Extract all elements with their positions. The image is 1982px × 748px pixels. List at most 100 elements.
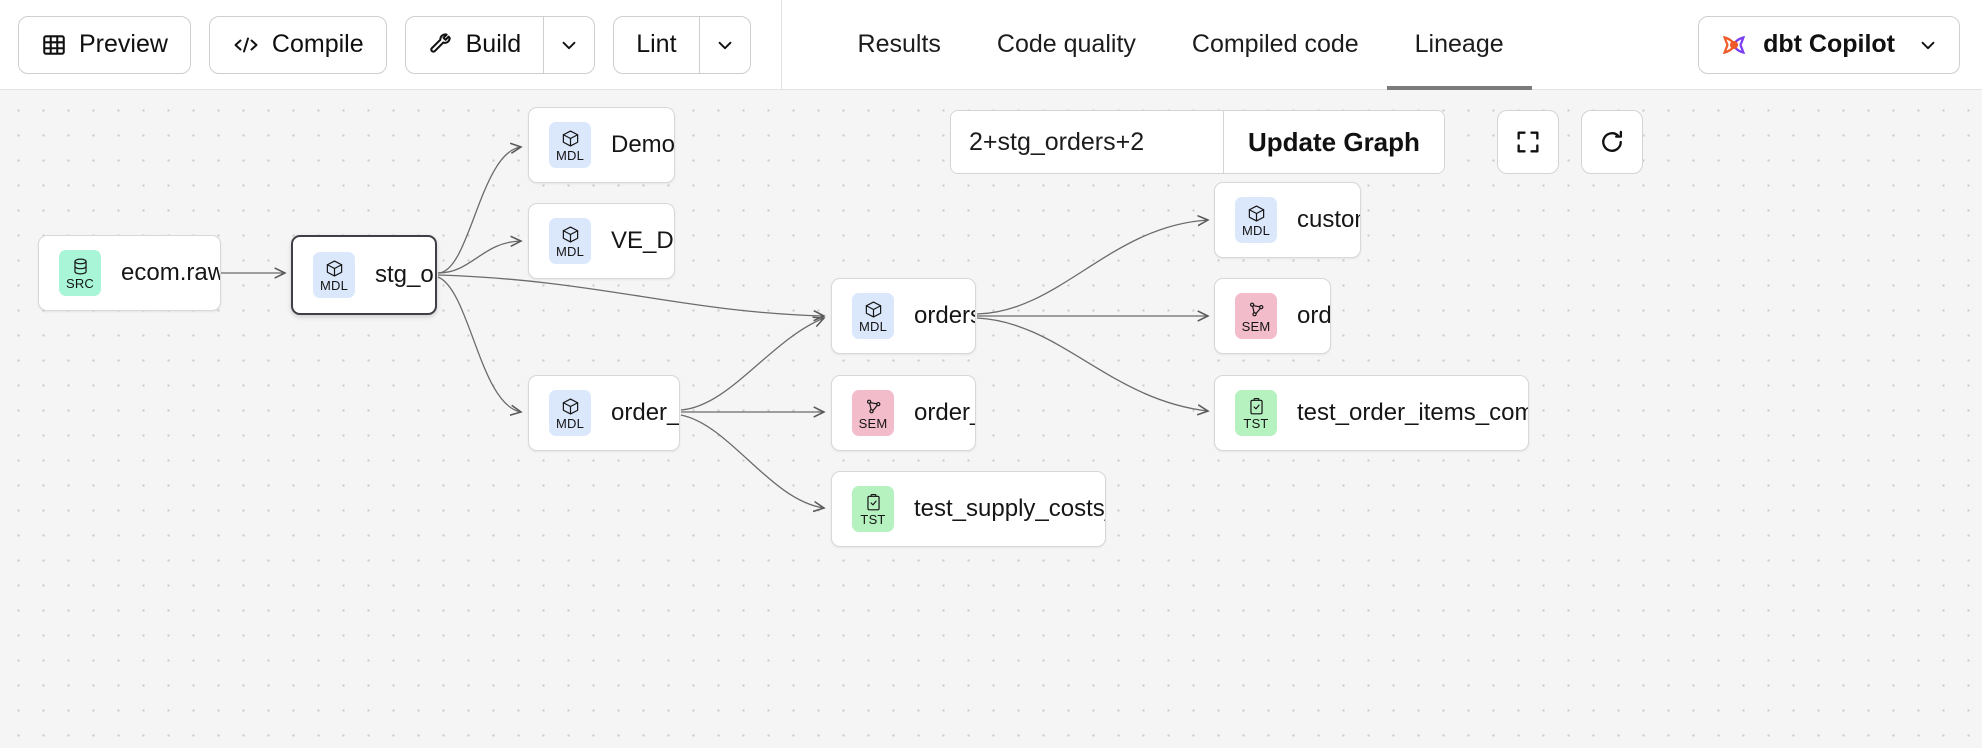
refresh-button[interactable]	[1580, 110, 1643, 174]
node-label: order_items	[611, 399, 679, 426]
node-type-badge-mdl: MDL	[313, 252, 355, 298]
cube-icon	[561, 129, 580, 148]
lint-divider	[698, 16, 700, 73]
chevron-down-icon	[1917, 34, 1939, 56]
preview-button[interactable]: Preview	[18, 15, 191, 74]
preview-button-label: Preview	[79, 30, 168, 58]
node-type-code: MDL	[1241, 222, 1271, 238]
semantic-graph-icon	[864, 397, 883, 416]
cube-icon	[561, 225, 580, 244]
fullscreen-button[interactable]	[1496, 110, 1559, 174]
code-icon	[232, 32, 260, 58]
toolbar-tabs-divider	[780, 0, 782, 90]
dbt-copilot-icon	[1719, 30, 1749, 60]
dbt-copilot-label: dbt Copilot	[1763, 30, 1895, 58]
selector-box[interactable]: Update Graph	[950, 110, 1445, 174]
lineage-node-customers[interactable]: MDL customers	[1214, 182, 1361, 258]
cube-icon	[325, 259, 344, 278]
node-type-badge-mdl: MDL	[852, 293, 894, 339]
node-type-code: TST	[1243, 415, 1269, 431]
node-type-code: MDL	[555, 415, 585, 431]
node-type-code: MDL	[858, 318, 888, 334]
copilot-container: dbt Copilot	[1698, 15, 1982, 74]
lineage-node-demo[interactable]: MDL Demo	[528, 107, 675, 183]
node-label: customers	[1297, 206, 1360, 233]
lineage-node-order_item_sem[interactable]: SEM order_item	[831, 375, 976, 451]
cube-icon	[561, 397, 580, 416]
selector-divider	[1223, 111, 1224, 173]
build-button-group[interactable]: Build	[404, 15, 596, 74]
node-type-badge-sem: SEM	[852, 390, 894, 436]
graph-controls: Update Graph	[950, 110, 1643, 174]
node-type-badge-tst: TST	[852, 486, 894, 532]
cube-icon	[864, 300, 883, 319]
lineage-node-stg_orders[interactable]: MDL stg_orders	[291, 235, 437, 315]
lineage-node-orders_mdl[interactable]: MDL orders	[831, 278, 976, 354]
wrench-icon	[428, 32, 454, 58]
node-type-code: MDL	[319, 277, 349, 293]
node-type-badge-mdl: MDL	[549, 390, 591, 436]
tab-code-quality[interactable]: Code quality	[969, 0, 1164, 90]
database-icon	[71, 257, 90, 276]
compile-button-label: Compile	[271, 30, 364, 58]
build-button-label: Build	[465, 30, 522, 58]
lineage-node-orders_sem[interactable]: SEM orders	[1214, 278, 1331, 354]
node-label: ecom.raw_orders	[121, 259, 220, 286]
tab-compiled-code-label: Compiled code	[1191, 30, 1359, 58]
lineage-edges	[221, 90, 1982, 748]
lint-button-label: Lint	[636, 30, 677, 58]
node-label: test_supply_costs_sum_correctly	[914, 495, 1105, 522]
clipboard-check-icon	[864, 493, 883, 512]
node-type-code: MDL	[555, 243, 585, 259]
lint-dropdown-toggle[interactable]	[700, 17, 750, 73]
node-type-badge-mdl: MDL	[549, 218, 591, 264]
table-icon	[41, 32, 67, 58]
lineage-node-test_order_items[interactable]: TST test_order_items_compute_to_bools_c…	[1214, 375, 1529, 451]
node-label: stg_orders	[375, 261, 435, 288]
node-type-code: MDL	[555, 147, 585, 163]
node-label: orders	[914, 302, 975, 329]
node-type-code: SEM	[858, 415, 888, 431]
node-label: test_order_items_compute_to_bools_c…	[1297, 399, 1528, 426]
build-divider	[543, 16, 545, 73]
tab-lineage[interactable]: Lineage	[1386, 0, 1532, 90]
dbt-selector-input[interactable]	[951, 111, 1223, 173]
lineage-node-ecom_raw_orders[interactable]: SRC ecom.raw_orders	[38, 235, 221, 311]
refresh-icon	[1598, 128, 1626, 156]
chevron-down-icon	[558, 34, 580, 56]
clipboard-check-icon	[1247, 397, 1266, 416]
build-dropdown-toggle[interactable]	[544, 17, 594, 73]
node-type-badge-src: SRC	[59, 250, 101, 296]
semantic-graph-icon	[1247, 300, 1266, 319]
node-type-code: TST	[860, 511, 886, 527]
node-type-badge-mdl: MDL	[549, 122, 591, 168]
app-header: Preview Compile Build	[0, 0, 1982, 90]
lint-button-group[interactable]: Lint	[613, 15, 751, 74]
build-button[interactable]: Build	[406, 17, 544, 73]
tab-results[interactable]: Results	[830, 0, 969, 90]
lineage-node-order_items[interactable]: MDL order_items	[528, 375, 680, 451]
dbt-copilot-button[interactable]: dbt Copilot	[1698, 15, 1960, 74]
node-label: VE_Demo	[611, 227, 674, 254]
lineage-node-test_supply[interactable]: TST test_supply_costs_sum_correctly	[831, 471, 1106, 547]
lineage-node-ve_demo[interactable]: MDL VE_Demo	[528, 203, 675, 279]
node-type-badge-sem: SEM	[1235, 293, 1277, 339]
node-label: Demo	[611, 131, 674, 158]
node-type-badge-tst: TST	[1235, 390, 1277, 436]
node-type-code: SEM	[1241, 318, 1271, 334]
editor-toolbar: Preview Compile Build	[0, 0, 751, 90]
node-type-code: SRC	[65, 275, 95, 291]
node-type-badge-mdl: MDL	[1235, 197, 1277, 243]
node-label: orders	[1297, 302, 1330, 329]
node-label: order_item	[914, 399, 975, 426]
update-graph-label: Update Graph	[1248, 126, 1420, 157]
cube-icon	[1247, 204, 1266, 223]
chevron-down-icon	[714, 34, 736, 56]
tab-code-quality-label: Code quality	[996, 30, 1136, 58]
update-graph-button[interactable]: Update Graph	[1224, 111, 1444, 173]
tab-compiled-code[interactable]: Compiled code	[1164, 0, 1387, 90]
tab-results-label: Results	[857, 30, 941, 58]
compile-button[interactable]: Compile	[208, 15, 387, 74]
lint-button[interactable]: Lint	[614, 17, 698, 73]
